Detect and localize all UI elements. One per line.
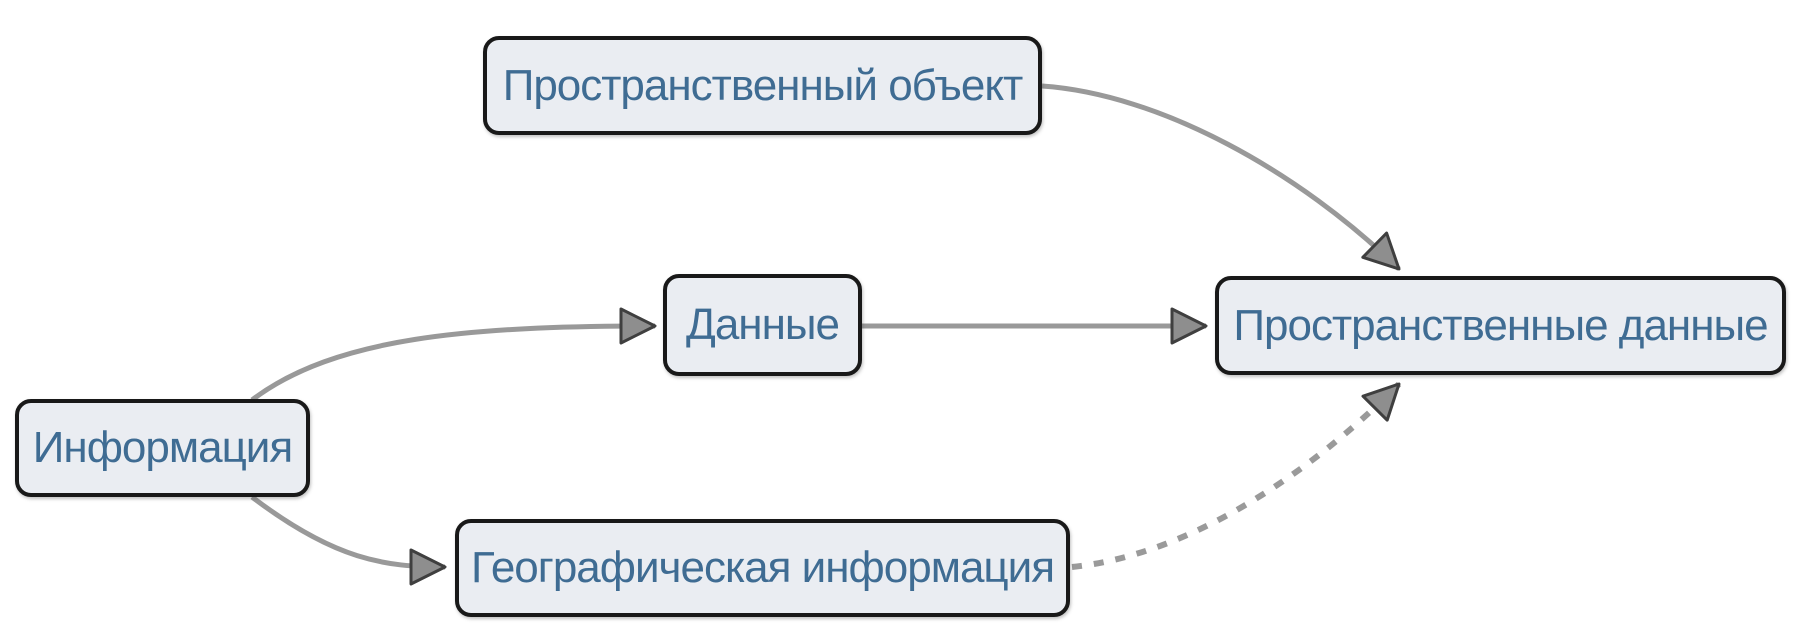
node-information-label: Информация <box>32 423 293 472</box>
edge-information-to-geographic-information <box>250 495 447 586</box>
node-geographic-information: Географическая информация <box>455 519 1070 617</box>
edge-geographic-information-to-spatial-data <box>1071 381 1402 570</box>
node-geographic-information-label: Географическая информация <box>470 543 1055 592</box>
node-spatial-data: Пространственные данные <box>1215 276 1786 375</box>
edge-information-to-data <box>250 307 657 402</box>
node-spatial-object: Пространственный объект <box>483 36 1042 135</box>
node-data: Данные <box>663 274 862 376</box>
node-spatial-object-label: Пространственный объект <box>502 60 1024 110</box>
edge-spatial-object-to-spatial-data <box>1041 83 1401 271</box>
node-spatial-data-label: Пространственные данные <box>1233 300 1768 350</box>
node-data-label: Данные <box>686 300 840 349</box>
node-information: Информация <box>15 399 310 497</box>
